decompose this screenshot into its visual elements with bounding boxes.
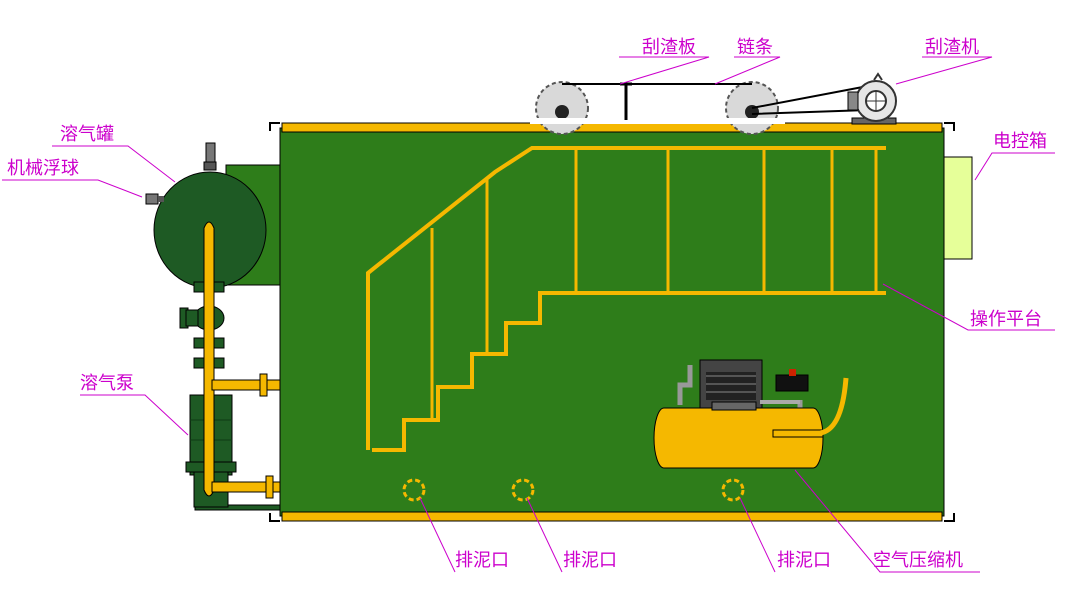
label-scraper-machine: 刮渣机 (925, 37, 979, 58)
scraper-machine-leader (895, 56, 993, 85)
chain-leader (714, 56, 781, 85)
label-sludge-outlet-1: 排泥口 (455, 550, 509, 571)
drive-belt (751, 85, 869, 115)
rail-brackets (269, 122, 955, 522)
scraper-machine (847, 72, 897, 125)
sludge-outlet-2-leader (526, 497, 563, 573)
scraper-gear-left (535, 81, 589, 135)
sludge-outlet-2 (511, 478, 535, 502)
mechanical-float-leader (2, 179, 143, 198)
sludge-outlet-1 (402, 478, 426, 502)
dissolved-air-pump-leader (80, 394, 189, 436)
label-dissolved-air-tank: 溶气罐 (60, 124, 114, 145)
scraper-plate (620, 82, 632, 120)
operating-platform-leader (882, 283, 1055, 331)
label-dissolved-air-pump: 溶气泵 (80, 373, 134, 394)
pipe-network (203, 221, 281, 499)
sludge-outlet-1-leader (419, 497, 456, 573)
control-box-leader (974, 152, 1055, 181)
air-compressor-leader (794, 469, 980, 573)
dissolved-air-tank-leader (52, 145, 176, 183)
control-box (943, 156, 973, 260)
sludge-outlet-3 (721, 478, 745, 502)
top-rail (281, 122, 943, 133)
label-mechanical-float: 机械浮球 (7, 158, 79, 179)
sludge-outlet-3-leader (739, 497, 776, 573)
label-sludge-outlet-3: 排泥口 (777, 550, 831, 571)
gear-cover (530, 118, 785, 124)
scraper-plate-leader (619, 56, 710, 85)
label-control-box: 电控箱 (993, 131, 1047, 152)
label-chain: 链条 (737, 37, 773, 58)
bottom-rail (281, 511, 943, 522)
flotation-tank-body (279, 127, 945, 517)
label-scraper-plate: 刮渣板 (642, 37, 696, 58)
operating-platform (366, 146, 886, 452)
label-air-compressor: 空气压缩机 (873, 550, 963, 571)
air-compressor (653, 359, 849, 469)
label-operating-platform: 操作平台 (970, 309, 1042, 330)
label-sludge-outlet-2: 排泥口 (563, 550, 617, 571)
